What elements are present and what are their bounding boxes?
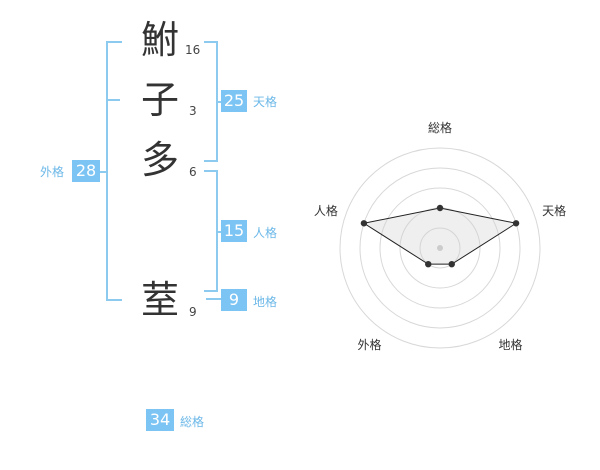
radar-axis-label-5: 人格 bbox=[314, 203, 338, 218]
radar-point-3 bbox=[448, 260, 455, 268]
name-char-4: 荎 bbox=[140, 278, 179, 322]
gaikaku-bracket bbox=[106, 41, 122, 301]
radar-axis-label-1: 総格 bbox=[428, 120, 452, 135]
jinkaku-connector bbox=[216, 231, 221, 233]
radar-point-2 bbox=[512, 220, 520, 227]
radar-point-4 bbox=[425, 260, 432, 268]
radar-ring-3 bbox=[379, 187, 501, 309]
name-char-1: 鮒 bbox=[140, 18, 179, 62]
radar-ring-5 bbox=[339, 147, 541, 349]
gaikaku-label: 外格 bbox=[40, 165, 65, 179]
tenkaku-value-box: 25 bbox=[221, 90, 247, 112]
gaikaku-connector bbox=[100, 171, 106, 173]
soukaku-value-box: 34 bbox=[146, 409, 174, 431]
radar-point-1 bbox=[436, 204, 444, 212]
stroke-count-3: 6 bbox=[189, 165, 197, 179]
jinkaku-label: 人格 bbox=[253, 226, 278, 240]
name-char-3: 多 bbox=[140, 138, 179, 182]
gaikaku-value-box: 28 bbox=[72, 160, 100, 182]
name-char-2: 子 bbox=[140, 78, 179, 122]
radar-axis-label-3: 地格 bbox=[499, 337, 523, 352]
radar-center-dot bbox=[437, 245, 443, 251]
chikaku-label: 地格 bbox=[253, 295, 278, 309]
stroke-count-1: 16 bbox=[185, 43, 201, 57]
stroke-count-2: 3 bbox=[189, 104, 197, 118]
jinkaku-value-box: 15 bbox=[221, 220, 247, 242]
chikaku-value-box: 9 bbox=[221, 289, 247, 311]
radar-axis-label-2: 天格 bbox=[542, 203, 566, 218]
soukaku-label: 総格 bbox=[180, 415, 205, 429]
stroke-count-4: 9 bbox=[189, 305, 197, 319]
radar-polygon bbox=[362, 207, 518, 265]
radar-point-5 bbox=[360, 220, 368, 227]
tenkaku-label: 天格 bbox=[253, 95, 278, 109]
radar-axis-label-4: 外格 bbox=[357, 337, 381, 352]
radar-ring-4 bbox=[359, 167, 521, 329]
tenkaku-connector bbox=[216, 101, 221, 103]
chikaku-connector bbox=[206, 298, 221, 300]
gaikaku-bracket-tick bbox=[106, 99, 120, 101]
radar-ring-1 bbox=[419, 227, 461, 269]
